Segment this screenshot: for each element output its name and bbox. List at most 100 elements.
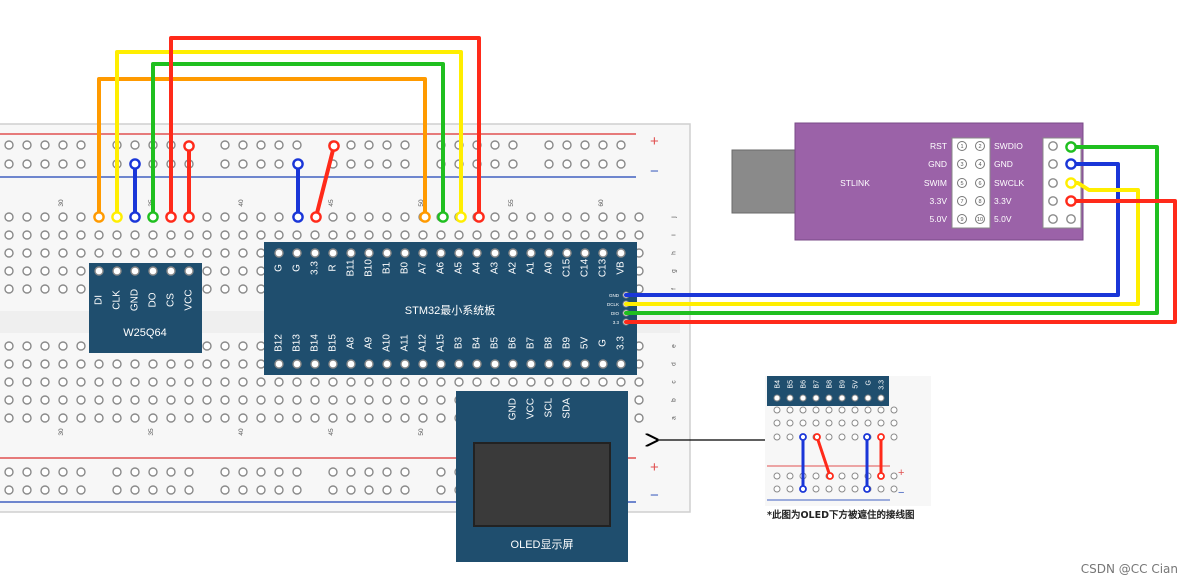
stm32-side-pin-label: 3.3 (613, 320, 620, 325)
hole (436, 413, 446, 423)
hole (526, 359, 536, 369)
hole (220, 212, 230, 222)
column-number: 35 (148, 428, 155, 436)
hole (346, 467, 356, 477)
hole (364, 140, 374, 150)
inset-wire-end-dot (799, 485, 807, 493)
hole (328, 485, 338, 495)
hole (220, 485, 230, 495)
hole (202, 266, 212, 276)
row-letter: f (671, 288, 678, 290)
hole (580, 377, 590, 387)
inset-hole (838, 485, 846, 493)
wire-endpoints (93, 140, 1077, 223)
inset-pin-label: 3.3 (879, 380, 886, 390)
hole (22, 485, 32, 495)
inset-hole (773, 485, 781, 493)
hole (328, 212, 338, 222)
hole (112, 377, 122, 387)
stm32-top-pin-label: A3 (490, 261, 501, 274)
hole (400, 159, 410, 169)
inset-hole (890, 406, 898, 414)
stm32-top-pin-label: C13 (598, 258, 609, 277)
inset-pin-label: B8 (827, 380, 834, 389)
hole (310, 230, 320, 240)
hole (382, 377, 392, 387)
inset-hole (812, 419, 820, 427)
hole (292, 395, 302, 405)
stm32-top-pin-label: G (274, 264, 285, 272)
hole (364, 395, 374, 405)
hole (508, 140, 518, 150)
hole (202, 395, 212, 405)
hole (400, 395, 410, 405)
hole (4, 359, 14, 369)
hole (580, 212, 590, 222)
hole (526, 377, 536, 387)
hole (22, 230, 32, 240)
hole (22, 341, 32, 351)
hole (634, 212, 644, 222)
hole (40, 159, 50, 169)
hole (634, 413, 644, 423)
hole (418, 359, 428, 369)
hole (4, 230, 14, 240)
hole (508, 359, 518, 369)
hole (58, 266, 68, 276)
hole (112, 266, 122, 276)
hole (292, 413, 302, 423)
hole (58, 467, 68, 477)
column-number: 45 (328, 428, 335, 436)
hole (328, 377, 338, 387)
hole (256, 284, 266, 294)
row-letter: d (671, 362, 678, 366)
hole (184, 467, 194, 477)
stlink-pin (975, 141, 985, 151)
hole (184, 485, 194, 495)
stlink-pin-number: 9 (960, 217, 963, 223)
inset-pin-hole (877, 394, 885, 402)
hole (616, 159, 626, 169)
hole (130, 467, 140, 477)
hole (526, 248, 536, 258)
hole (130, 377, 140, 387)
hole (436, 230, 446, 240)
stm32-bottom-pin-label: A8 (346, 336, 357, 349)
row-letter: e (671, 344, 678, 348)
hole (256, 413, 266, 423)
hole (58, 413, 68, 423)
stlink-pin-number: 2 (978, 144, 981, 150)
hole (94, 248, 104, 258)
hole (418, 395, 428, 405)
hole (382, 413, 392, 423)
wire-end-dot (455, 211, 467, 223)
inset-wire-end-dot (826, 472, 834, 480)
hole (310, 248, 320, 258)
inset-hole (890, 472, 898, 480)
hole (1048, 159, 1058, 169)
column-number: 30 (58, 428, 65, 436)
wire-end-dot (1065, 141, 1077, 153)
hole (634, 377, 644, 387)
hole (58, 359, 68, 369)
hole (382, 230, 392, 240)
hole (4, 413, 14, 423)
inset-pin-label: 5V (853, 380, 860, 389)
inset-hole (773, 472, 781, 480)
hole (202, 377, 212, 387)
hole (22, 159, 32, 169)
hole (184, 377, 194, 387)
hole (490, 377, 500, 387)
hole (544, 359, 554, 369)
top-minus-sign: − (650, 163, 659, 180)
column-number: 50 (418, 199, 425, 207)
hole (580, 230, 590, 240)
wire-end-dot (183, 140, 195, 152)
hole (274, 467, 284, 477)
hole (544, 230, 554, 240)
stm32-top-pin-label: A2 (508, 261, 519, 274)
hole (346, 248, 356, 258)
